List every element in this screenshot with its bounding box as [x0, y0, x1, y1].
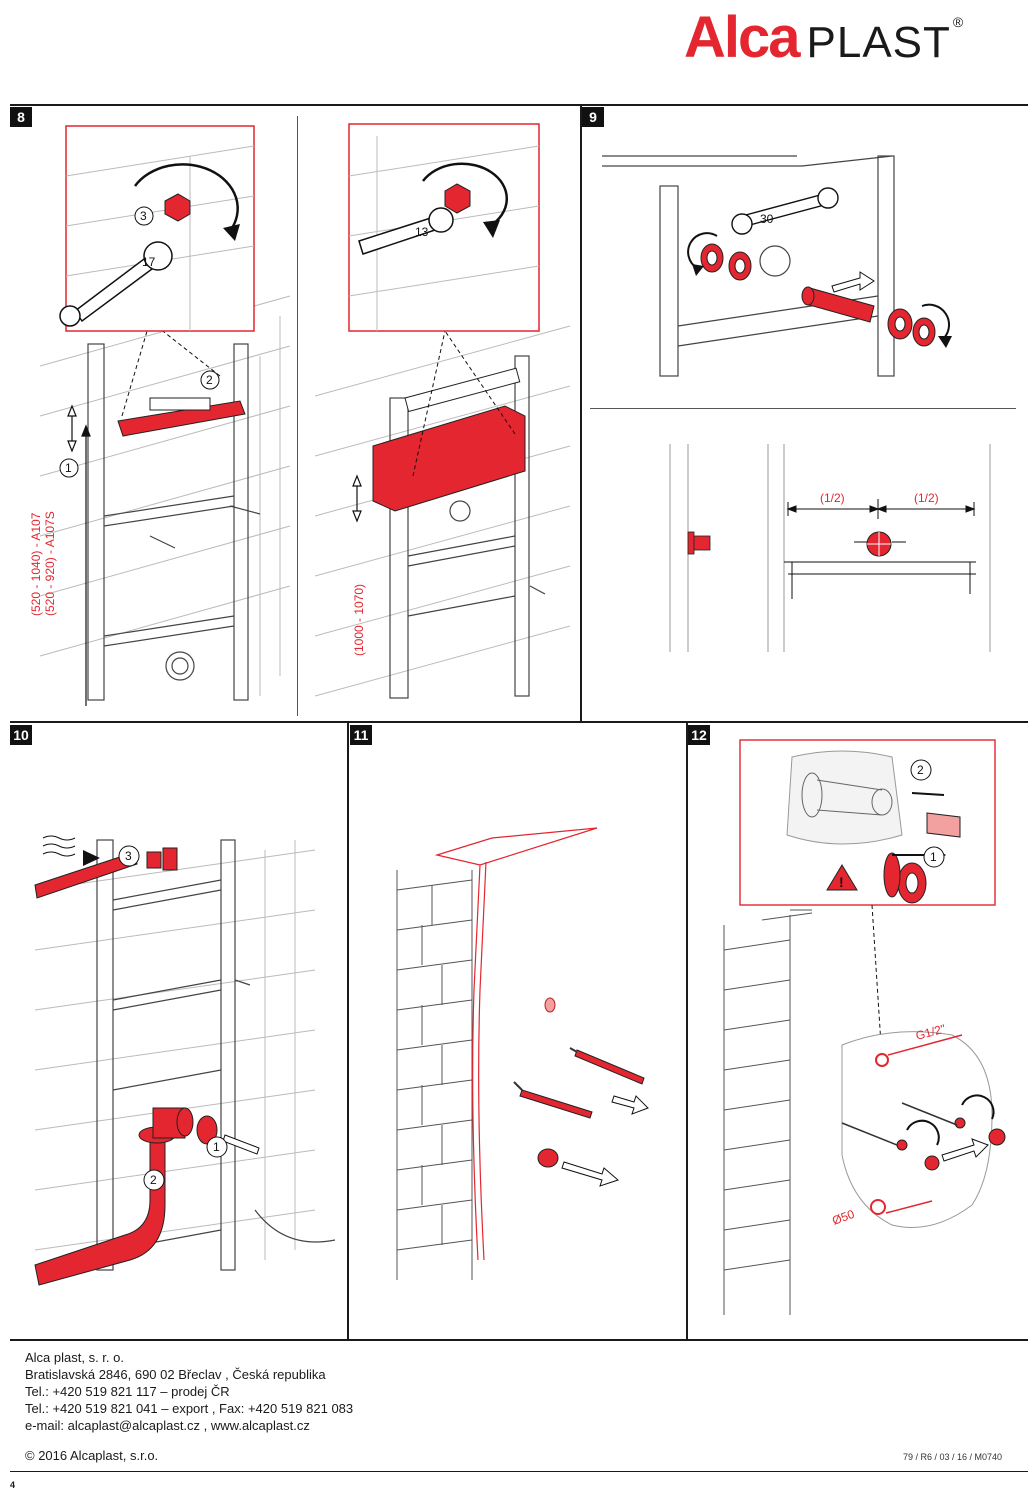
step11-illustration [396, 827, 649, 1280]
step-badge-9: 9 [582, 107, 604, 127]
callout-3: 3 [140, 209, 147, 223]
company-address: Bratislavská 2846, 690 02 Břeclav , Česk… [25, 1367, 326, 1382]
wrench-size-13: 13 [415, 225, 429, 239]
divider-8-9 [580, 104, 582, 723]
step9-bottom-illustration: (1/2) (1/2) [669, 444, 991, 652]
dim-range-1000-1070: (1000 - 1070) [352, 584, 366, 656]
callout-1: 1 [213, 1140, 220, 1154]
callout-1: 1 [65, 461, 72, 475]
phone-domestic: Tel.: +420 519 821 117 – prodej ČR [25, 1384, 230, 1399]
document-code: 79 / R6 / 03 / 16 / M0740 [902, 1452, 1002, 1462]
callout-2: 2 [917, 763, 924, 777]
divider-11-12 [686, 721, 688, 1341]
mid-rule [10, 721, 1028, 723]
wrench-size-30: 30 [760, 212, 774, 226]
diameter-label: Ø50 [830, 1207, 856, 1228]
divider-9-inner [590, 408, 1016, 409]
phone-export: Tel.: +420 519 821 041 – export , Fax: +… [25, 1401, 354, 1416]
svg-text:!: ! [839, 874, 844, 890]
top-rule [10, 104, 1028, 106]
registered-mark: ® [952, 14, 964, 30]
step12-illustration: ! 2 1 G1/2" Ø50 [723, 739, 1006, 1315]
page-number: 4 [10, 1480, 16, 1490]
callout-1: 1 [930, 850, 937, 864]
brand-logo: Alca PLAST ® [684, 4, 963, 70]
footer-rule [10, 1471, 1028, 1472]
callout-2: 2 [150, 1173, 157, 1187]
half-right-label: (1/2) [914, 491, 939, 505]
step-badge-8: 8 [10, 107, 32, 127]
step8-right-illustration: 13 (1000 - 1070) [314, 123, 571, 699]
callout-3: 3 [125, 849, 132, 863]
dim-range-a107: (520 - 1040) - A107 [30, 512, 43, 616]
step-badge-12: 12 [688, 725, 710, 745]
company-name: Alca plast, s. r. o. [25, 1350, 124, 1365]
half-left-label: (1/2) [820, 491, 845, 505]
divider-8-inner [297, 116, 298, 716]
company-contact: Alca plast, s. r. o. Bratislavská 2846, … [25, 1349, 353, 1434]
brand-name-red: Alca [684, 5, 801, 70]
divider-10-11 [347, 721, 349, 1341]
email-web[interactable]: e-mail: alcaplast@alcaplast.cz , www.alc… [25, 1418, 310, 1433]
step-badge-10: 10 [10, 725, 32, 745]
step8-left-illustration: 17 3 2 1 (520 - 1040) - A107 (520 - 920)… [30, 125, 291, 706]
dim-range-a107s: (520 - 920) - A107S [43, 511, 57, 616]
bottom-rule [10, 1339, 1028, 1341]
step-badge-11: 11 [350, 725, 372, 745]
brand-name-black: PLAST [806, 18, 951, 67]
callout-2: 2 [206, 373, 213, 387]
step10-illustration: 1 2 3 [34, 835, 336, 1286]
step9-top-illustration: 30 [602, 155, 952, 377]
copyright: © 2016 Alcaplast, s.r.o. [25, 1448, 159, 1463]
wrench-size-17: 17 [142, 255, 156, 269]
